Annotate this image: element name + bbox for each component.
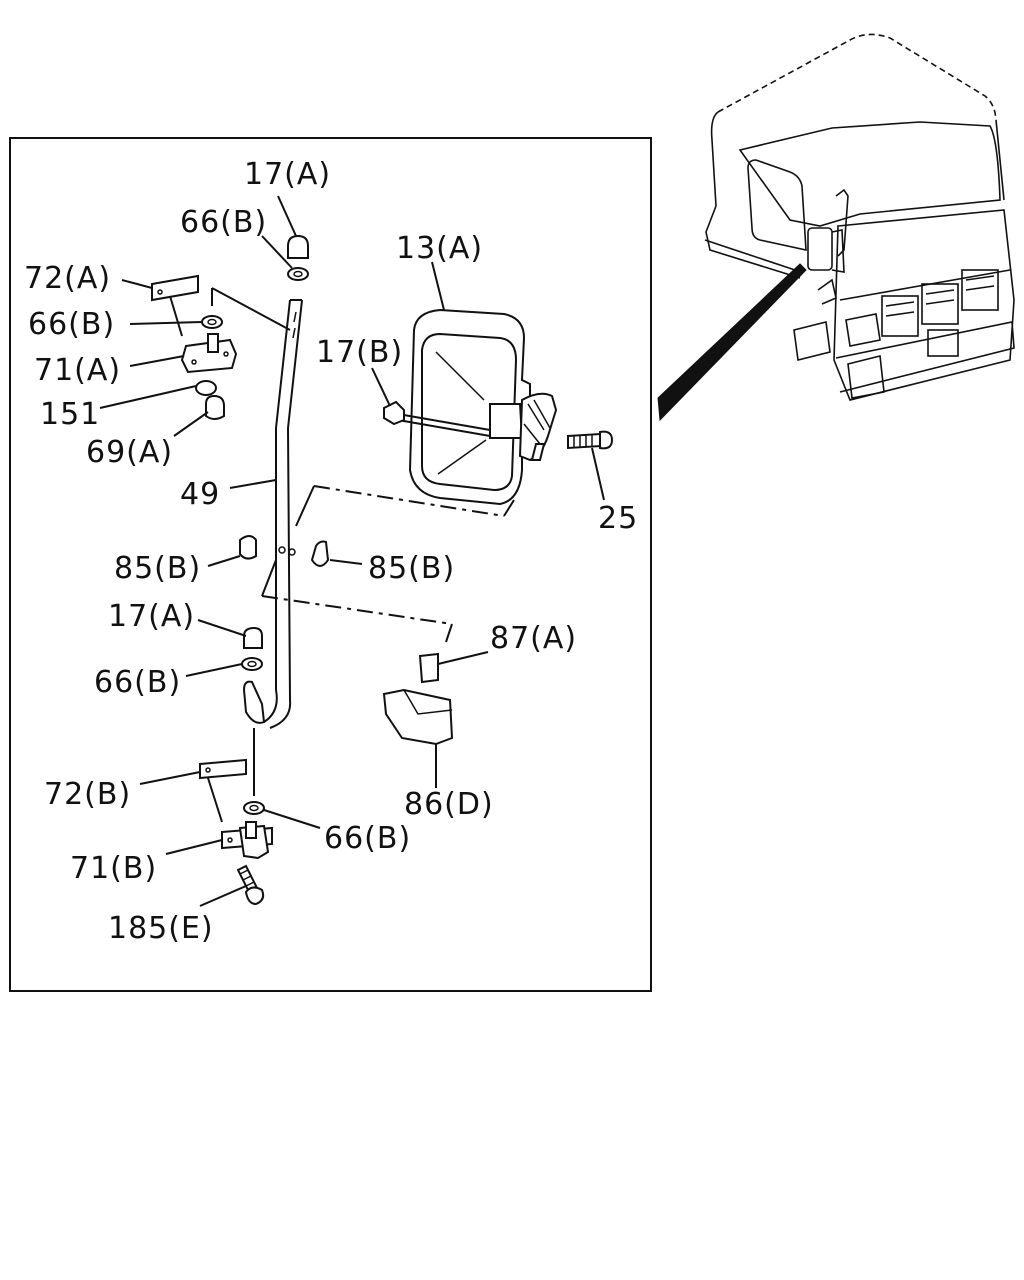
- label-185e: 185(E): [108, 911, 214, 946]
- label-66b-mid: 66(B): [94, 665, 181, 700]
- cap-nut-17a-top: [287, 234, 309, 259]
- label-86d: 86(D): [404, 787, 494, 822]
- bracket-71a: [180, 333, 238, 374]
- washer-151: [195, 380, 217, 396]
- cap-69a: [205, 394, 225, 420]
- label-17a-top: 17(A): [244, 157, 331, 192]
- truck-cab-illustration: [657, 33, 1015, 422]
- washer-66b-left: [201, 315, 223, 329]
- label-49: 49: [180, 477, 220, 512]
- leader-lines: [99, 195, 605, 907]
- label-72b: 72(B): [44, 777, 131, 812]
- label-69a: 69(A): [86, 435, 173, 470]
- label-17b: 17(B): [316, 335, 403, 370]
- cap-85b-left: [239, 535, 257, 560]
- label-72a: 72(A): [24, 261, 111, 296]
- cap-nut-17a-mid: [243, 626, 263, 649]
- washer-66b-mid: [241, 657, 263, 671]
- label-25: 25: [598, 501, 638, 536]
- cap-85b-right: [310, 540, 330, 567]
- label-66b-top: 66(B): [180, 205, 267, 240]
- bolt-25: [567, 430, 614, 450]
- bolt-185e: [236, 864, 265, 906]
- mirror-assembly: [397, 308, 558, 506]
- plate-72a: [151, 274, 199, 302]
- cover-86d: [382, 688, 454, 746]
- reference-line-lower: [261, 595, 453, 625]
- label-17a-mid: 17(A): [108, 599, 195, 634]
- label-66b-left: 66(B): [28, 307, 115, 342]
- reference-line-upper: [313, 485, 505, 517]
- label-71b: 71(B): [70, 851, 157, 886]
- washer-66b-bottom: [243, 801, 265, 815]
- clip-87a: [418, 652, 439, 684]
- part-labels: 17(A) 66(B) 13(A) 72(A) 66(B) 17(B) 71(A…: [24, 157, 638, 946]
- label-87a: 87(A): [490, 621, 577, 656]
- label-151: 151: [40, 397, 100, 432]
- nut-17b: [383, 400, 405, 426]
- detail-frame: [9, 137, 652, 992]
- label-13a: 13(A): [396, 231, 483, 266]
- label-66b-bottom: 66(B): [324, 821, 411, 856]
- mirror-arm: [211, 287, 303, 729]
- label-85b-right: 85(B): [368, 551, 455, 586]
- plate-72b: [199, 758, 247, 780]
- label-85b-left: 85(B): [114, 551, 201, 586]
- label-71a: 71(A): [34, 353, 121, 388]
- washer-66b-top: [287, 267, 309, 281]
- bracket-71b: [221, 821, 273, 860]
